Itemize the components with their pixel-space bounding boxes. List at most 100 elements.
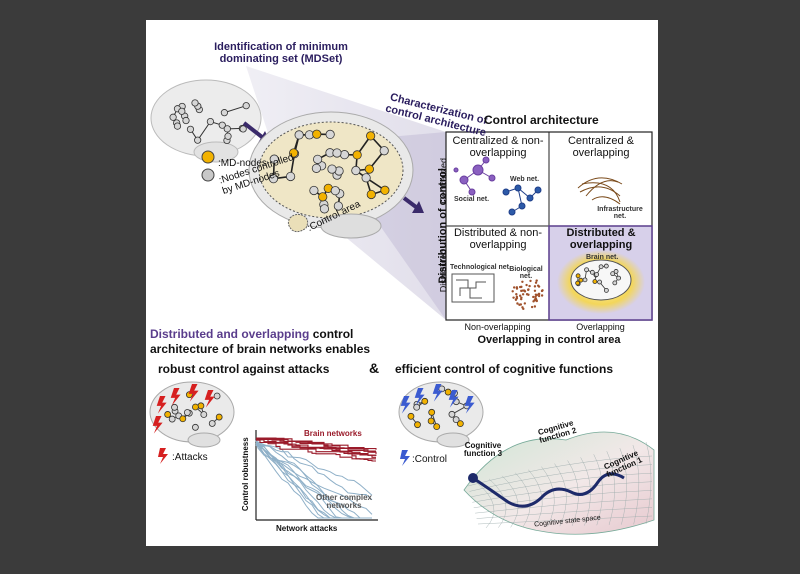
- social-net-icon: [453, 156, 496, 196]
- bio-node: [533, 305, 537, 308]
- bio-node: [521, 280, 524, 283]
- bio-node: [514, 298, 518, 301]
- md-node: [366, 189, 376, 200]
- grid-line: [606, 451, 615, 525]
- web-net-icon: [502, 184, 542, 216]
- grid-line: [476, 507, 653, 519]
- bio-node: [519, 303, 523, 306]
- bio-node: [515, 293, 518, 296]
- grid-line: [632, 445, 640, 525]
- small-brain: [150, 79, 262, 163]
- big-brain: [248, 111, 414, 239]
- controlled-node: [173, 122, 182, 130]
- controlled-node: [452, 416, 460, 424]
- md-node-legend: [201, 150, 215, 164]
- other-network-curve: [255, 443, 372, 519]
- controlled-node: [610, 271, 616, 277]
- grid-line: [554, 463, 567, 527]
- bio-node: [537, 292, 540, 296]
- cell-distributed-overlapping: Distributed & overlapping: [566, 227, 636, 251]
- right-title: efficient control of cognitive functions: [395, 362, 614, 376]
- infrastructure-net-icon: [577, 177, 623, 205]
- robustness-plot: [255, 430, 378, 521]
- matrix-title: Control architecture: [484, 113, 599, 127]
- controlled-node: [223, 125, 231, 133]
- bio-node: [512, 286, 516, 289]
- control-bolts: [400, 384, 475, 414]
- brain-net-label: Brain net.: [586, 254, 619, 261]
- controlled-node: [218, 121, 226, 129]
- md-node: [421, 397, 429, 405]
- bio-node: [540, 289, 544, 293]
- cell-centralized-non-overlapping: Centralized & non-overlapping: [452, 135, 544, 159]
- md-node: [575, 280, 581, 286]
- bolt: [204, 390, 215, 408]
- bio-node: [530, 305, 534, 309]
- bolt: [156, 396, 167, 414]
- other-network-curve: [255, 444, 373, 496]
- bio-node: [534, 293, 538, 296]
- bolt: [432, 384, 443, 402]
- md-node: [414, 421, 421, 429]
- bottom-headline: Distributed and overlapping control: [150, 328, 353, 341]
- plot-ylabel: Control robustness: [240, 437, 250, 512]
- md-node: [164, 411, 172, 418]
- controlled-node: [333, 201, 343, 211]
- headline-highlight: Distributed and overlapping: [150, 327, 310, 341]
- md-node: [312, 129, 322, 139]
- bio-node: [512, 296, 515, 299]
- grid-line: [645, 441, 652, 525]
- cell-distributed-non-overlapping: Distributed & non-overlapping: [453, 227, 543, 251]
- controlled-node: [598, 264, 604, 270]
- bolt: [152, 416, 163, 434]
- md-node: [366, 131, 376, 141]
- bio-node: [518, 285, 522, 289]
- bottom-headline-line2: architecture of brain networks enables: [150, 342, 371, 356]
- md-node: [428, 408, 436, 416]
- figure-panel: Identification of minimum dominating set…: [146, 20, 658, 546]
- controlled-node: [313, 154, 323, 164]
- brain-network-curve: [256, 439, 376, 452]
- controlled-node: [311, 163, 322, 173]
- x-tick-overlapping: Overlapping: [576, 322, 625, 332]
- biological-net-label: Biological net.: [509, 266, 543, 281]
- controlled-node: [332, 148, 342, 158]
- bio-node: [528, 284, 531, 288]
- controlled-node: [208, 420, 216, 427]
- bolt: [170, 388, 181, 406]
- grid-line: [502, 475, 519, 528]
- md-node: [197, 402, 205, 410]
- brain-network-curve: [256, 437, 377, 455]
- bio-node: [534, 295, 537, 299]
- arrow-2: [402, 196, 418, 209]
- web-net-label: Web net.: [510, 176, 540, 183]
- technological-net-icon: [451, 273, 495, 303]
- controlled-node: [294, 130, 304, 140]
- controlled-node: [268, 174, 279, 184]
- controlled-node: [379, 146, 389, 156]
- controlled-node: [603, 287, 609, 293]
- brain-net-icon: [557, 250, 645, 314]
- md-node: [289, 148, 299, 158]
- md-node: [380, 185, 390, 195]
- y-tick-centralized: Centralized: [438, 157, 449, 204]
- controlled-node: [361, 173, 371, 183]
- technological-net-label: Technological net.: [450, 264, 511, 271]
- bio-node: [532, 295, 535, 299]
- controlled-node: [171, 403, 178, 411]
- controlled-node: [191, 99, 199, 107]
- headline-rest: control: [312, 327, 354, 341]
- bio-node: [516, 302, 519, 305]
- md-nodes-label: :MD-nodes: [218, 158, 267, 169]
- grid-line: [593, 454, 603, 526]
- md-node: [318, 192, 328, 202]
- bio-node: [534, 281, 538, 284]
- controlled-node: [309, 185, 319, 196]
- cognitive-landscape: [463, 431, 655, 535]
- md-node: [592, 279, 598, 284]
- controlled-node: [182, 116, 190, 125]
- bolt: [188, 384, 199, 402]
- arrow-2-head: [412, 201, 424, 213]
- grid-line: [567, 460, 579, 526]
- bio-node: [521, 293, 525, 296]
